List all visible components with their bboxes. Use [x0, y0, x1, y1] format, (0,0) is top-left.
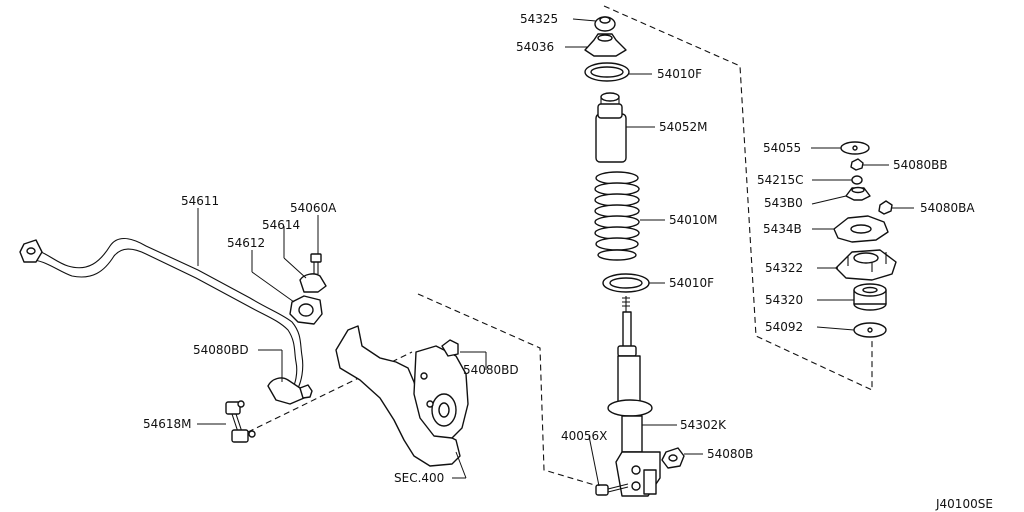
label-54320: 54320	[765, 293, 803, 307]
label-54325: 54325	[520, 12, 558, 26]
label-54611: 54611	[181, 194, 219, 208]
label-54080BD-right: 54080BD	[463, 363, 519, 377]
part-labels: 54325 54036 54010F 54052M 54010M 54010F …	[143, 12, 993, 511]
nut-54080BA	[878, 200, 893, 215]
label-5434B: 5434B	[763, 222, 802, 236]
label-54052M: 54052M	[659, 120, 708, 134]
coil-spring-54010M	[594, 171, 640, 261]
label-54080BB: 54080BB	[893, 158, 948, 172]
spring-seat-54010F-bottom	[602, 273, 650, 293]
label-54036: 54036	[516, 40, 554, 54]
bumper-54320	[853, 283, 887, 311]
knuckle-group-outline	[417, 293, 599, 487]
label-54010M: 54010M	[669, 213, 718, 227]
strut-mount-group-outline	[603, 5, 873, 391]
bracket-54614	[299, 273, 327, 293]
bound-bumper-54052M	[595, 92, 627, 163]
label-54080B: 54080B	[707, 447, 753, 461]
bushing-54612	[289, 295, 323, 325]
bolt-40056X	[595, 483, 629, 496]
mount-parts	[833, 141, 897, 338]
label-54215C: 54215C	[757, 173, 804, 187]
bushing-543B0	[845, 186, 871, 201]
steering-knuckle	[335, 325, 469, 467]
plate-5434B	[833, 215, 889, 243]
insulator-54036	[584, 33, 627, 57]
mounting-insulator-54322	[835, 249, 897, 281]
label-54612: 54612	[227, 236, 265, 250]
seal-54092	[853, 322, 887, 338]
label-54614: 54614	[262, 218, 300, 232]
label-54322: 54322	[765, 261, 803, 275]
nut-54080B	[661, 447, 685, 469]
label-54060A: 54060A	[290, 201, 337, 215]
label-543B0: 543B0	[764, 196, 803, 210]
label-54080BD-left: 54080BD	[193, 343, 249, 357]
bolt-54060A	[310, 253, 322, 274]
label-54055: 54055	[763, 141, 801, 155]
spring-seat-54010F-top	[584, 62, 630, 82]
label-54618M: 54618M	[143, 417, 192, 431]
connecting-rod-54618M	[225, 400, 256, 443]
stabilizer-bar-54611	[19, 237, 304, 395]
label-sec400: SEC.400	[394, 471, 444, 485]
label-54010F-bottom: 54010F	[669, 276, 714, 290]
label-54302K: 54302K	[680, 418, 727, 432]
leader-lines	[197, 18, 914, 487]
nut-54080BB	[850, 158, 864, 171]
cap-54055	[840, 141, 870, 155]
cap-54325	[594, 16, 616, 32]
label-54092: 54092	[765, 320, 803, 334]
label-40056X: 40056X	[561, 429, 607, 443]
stabilizer-assembly	[19, 237, 327, 443]
washer-54215C	[851, 175, 863, 185]
label-54010F-top: 54010F	[657, 67, 702, 81]
strut-body-54302K	[607, 296, 661, 497]
strut-assembly	[584, 16, 685, 497]
link-bracket-54080BD	[267, 377, 313, 405]
label-54080BA: 54080BA	[920, 201, 975, 215]
diagram-id: J40100SE	[935, 497, 993, 511]
